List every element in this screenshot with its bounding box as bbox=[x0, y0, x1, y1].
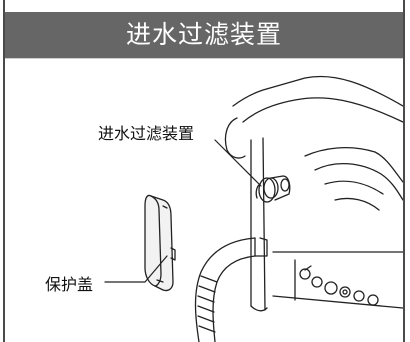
cover-callout-label: 保护盖 bbox=[45, 275, 94, 294]
title-divider bbox=[5, 58, 403, 59]
filter-illustration bbox=[104, 75, 403, 342]
protective-cover bbox=[144, 194, 176, 292]
inlet-hose bbox=[194, 237, 268, 342]
instruction-panel: 进水过滤装置 bbox=[3, 0, 405, 342]
section-title-bar: 进水过滤装置 bbox=[5, 0, 403, 58]
appliance-body bbox=[224, 75, 403, 312]
filter-callout-label: 进水过滤装置 bbox=[98, 124, 195, 143]
section-title: 进水过滤装置 bbox=[125, 20, 282, 49]
filter-assembly bbox=[255, 175, 291, 203]
